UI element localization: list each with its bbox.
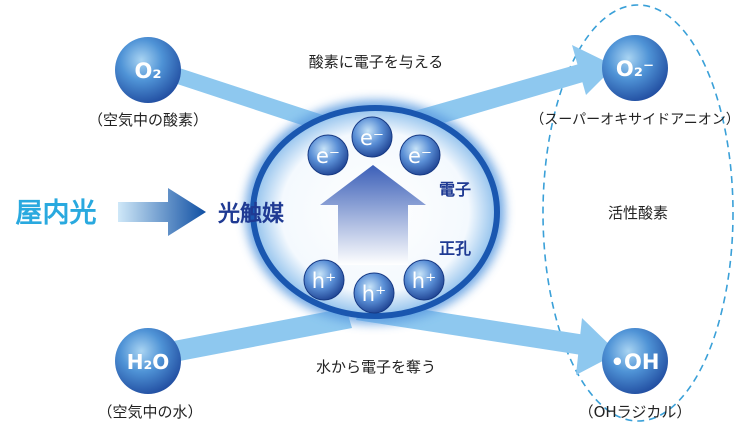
svg-text:•OH: •OH: [611, 350, 660, 374]
svg-text:h⁺: h⁺: [412, 269, 436, 293]
reactive-oxygen-label: 活性酸素: [608, 204, 668, 222]
hole-1: h⁺: [303, 259, 345, 301]
hole-label: 正孔: [439, 239, 471, 258]
top-arrow-label: 酸素に電子を与える: [309, 53, 444, 71]
indoor-light-label: 屋内光: [16, 198, 97, 229]
o2-node: O₂: [115, 37, 181, 103]
svg-text:h⁺: h⁺: [362, 282, 386, 306]
arrow-superoxide-head: [572, 45, 615, 95]
svg-text:e⁻: e⁻: [316, 144, 340, 168]
hole-3: h⁺: [403, 259, 445, 301]
svg-text:O₂⁻: O₂⁻: [616, 57, 654, 81]
electron-2: e⁻: [351, 116, 393, 158]
oh-caption: （OHラジカル）: [579, 403, 692, 421]
oh-node: •OH: [602, 328, 668, 394]
h2o-node: H₂O: [115, 328, 181, 394]
bottom-arrow-label: 水から電子を奪う: [316, 358, 436, 376]
electron-3: e⁻: [399, 134, 441, 176]
arrow-oh-head: [576, 318, 618, 375]
svg-text:e⁻: e⁻: [408, 144, 432, 168]
svg-text:H₂O: H₂O: [127, 350, 170, 374]
light-arrow: [118, 188, 206, 236]
superoxide-node: O₂⁻: [602, 35, 668, 101]
h2o-caption: （空気中の水）: [97, 403, 202, 421]
hole-2: h⁺: [353, 272, 395, 314]
reactive-oxygen-group: [542, 4, 734, 422]
svg-text:h⁺: h⁺: [312, 269, 336, 293]
superoxide-caption: （スーパーオキサイドアニオン）: [530, 112, 740, 128]
electron-1: e⁻: [307, 134, 349, 176]
svg-text:O₂: O₂: [134, 59, 161, 83]
photocatalyst-label: 光触媒: [217, 201, 285, 227]
o2-caption: （空気中の酸素）: [88, 111, 208, 129]
excitation-arrow: [320, 165, 426, 265]
arrow-h2o-to-catalyst: [158, 308, 352, 364]
electron-label: 電子: [439, 180, 471, 199]
arrow-o2-to-catalyst: [155, 60, 338, 137]
svg-text:e⁻: e⁻: [360, 126, 384, 150]
